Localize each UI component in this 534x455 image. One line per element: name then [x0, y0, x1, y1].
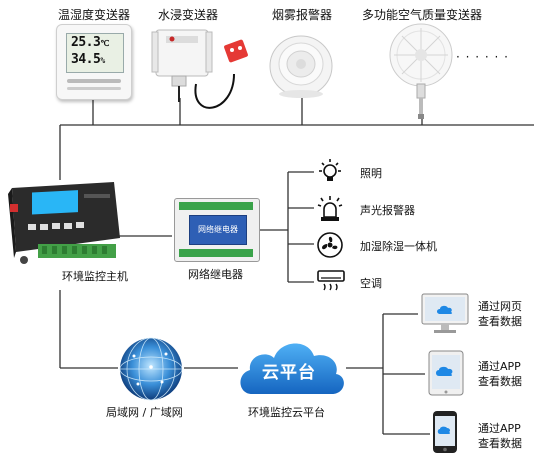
- client-phone-line2: 查看数据: [478, 437, 522, 450]
- sensor-label-temp-humidity: 温湿度变送器: [58, 8, 131, 22]
- environment-monitor-host: [8, 182, 120, 264]
- output-label-aircon: 空调: [360, 277, 382, 290]
- host-label: 环境监控主机: [62, 270, 128, 283]
- relay-screen-text: 网络继电器: [198, 225, 238, 234]
- alarm-light-icon: [317, 196, 343, 221]
- light-bulb-icon: [319, 159, 341, 181]
- network-relay: 网络继电器: [174, 198, 260, 262]
- cloud-platform-icon: [240, 343, 344, 394]
- air-quality-transmitter: [389, 23, 453, 119]
- fan-icon: [317, 232, 343, 258]
- more-sensors-ellipsis: · · · · · ·: [456, 50, 509, 64]
- sensor-label-water-leak: 水浸变送器: [158, 8, 219, 22]
- lcd-screen: 25.3℃ 34.5%: [66, 33, 124, 73]
- cloud-title: 云平台: [262, 363, 316, 383]
- lcd-humidity: 34.5: [71, 52, 101, 67]
- smoke-detector: [269, 35, 333, 98]
- water-leak-transmitter: [151, 29, 248, 109]
- lcd-humidity-unit: %: [100, 56, 105, 65]
- relay-label: 网络继电器: [188, 268, 243, 281]
- client-tablet-line2: 查看数据: [478, 375, 522, 388]
- client-web-line1: 通过网页: [478, 300, 522, 313]
- phone-icon: [433, 411, 457, 453]
- cloud-label: 环境监控云平台: [248, 406, 325, 419]
- temp-humidity-transmitter: 25.3℃ 34.5%: [56, 24, 132, 100]
- monitor-icon: [421, 293, 469, 333]
- tablet-icon: [428, 350, 464, 396]
- client-phone-line1: 通过APP: [478, 422, 521, 435]
- globe-network-icon: [119, 337, 183, 401]
- output-label-alarm: 声光报警器: [360, 204, 415, 217]
- client-tablet-line1: 通过APP: [478, 360, 521, 373]
- sensor-label-air-quality: 多功能空气质量变送器: [362, 8, 483, 22]
- air-conditioner-icon: [317, 270, 345, 291]
- client-web-line2: 查看数据: [478, 315, 522, 328]
- sensor-label-smoke: 烟雾报警器: [272, 8, 333, 22]
- output-label-lighting: 照明: [360, 167, 382, 180]
- output-label-humidifier: 加湿除湿一体机: [360, 240, 437, 253]
- lcd-temp-unit: ℃: [100, 39, 109, 48]
- lcd-temperature: 25.3: [71, 35, 101, 50]
- network-label: 局域网 / 广域网: [106, 406, 183, 419]
